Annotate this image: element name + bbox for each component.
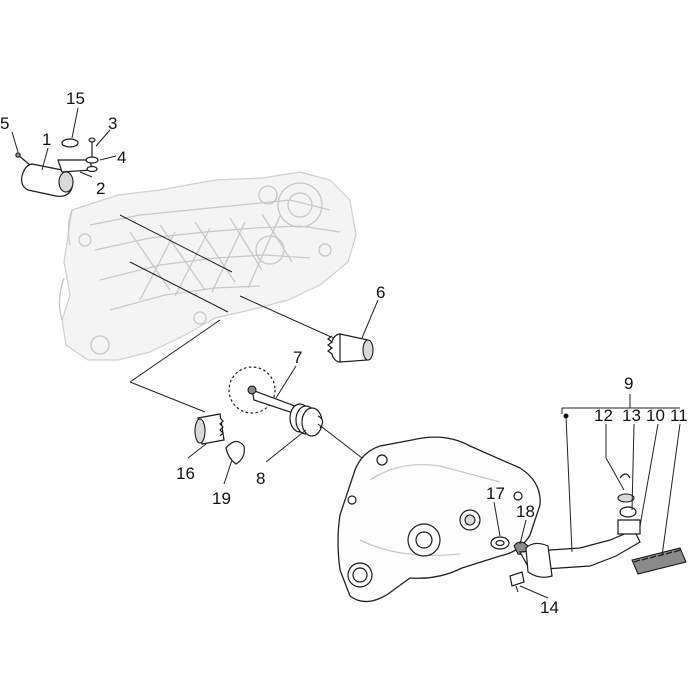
- callout-7: 7: [293, 348, 302, 367]
- driven-gear-shaft: [228, 366, 303, 417]
- callout-19: 19: [212, 489, 231, 508]
- callout-11: 11: [670, 406, 688, 425]
- spring: [289, 403, 324, 437]
- crankcase-ghost: [58, 171, 357, 361]
- bendix-pinion: [194, 413, 225, 445]
- callout-labels: 1 2 3 4 5 6 7 8 9 10 11 12 13 14 15 16 1…: [0, 89, 688, 617]
- callout-9: 9: [624, 374, 633, 393]
- starter-pinion-gear: [239, 295, 374, 363]
- callout-13: 13: [622, 406, 641, 425]
- callout-14: 14: [540, 598, 559, 617]
- callout-17: 17: [486, 484, 505, 503]
- retaining-clip: [225, 440, 245, 465]
- callout-6: 6: [376, 283, 385, 302]
- callout-16: 16: [176, 464, 195, 483]
- assembly-guide-lines: [119, 214, 363, 459]
- callout-15: 15: [66, 89, 85, 108]
- callout-8: 8: [256, 469, 265, 488]
- bracket-dot: [563, 413, 569, 419]
- leader-lines: [11, 107, 681, 599]
- callout-18: 18: [516, 502, 535, 521]
- kickstart-lever-assembly: [509, 473, 687, 593]
- callout-5: 5: [0, 114, 9, 133]
- callout-10: 10: [646, 406, 665, 425]
- starter-motor-assembly: [15, 137, 99, 197]
- callout-12: 12: [594, 406, 613, 425]
- callout-3: 3: [108, 114, 117, 133]
- callout-1: 1: [42, 130, 51, 149]
- callout-2: 2: [96, 179, 105, 198]
- callout-4: 4: [117, 148, 126, 167]
